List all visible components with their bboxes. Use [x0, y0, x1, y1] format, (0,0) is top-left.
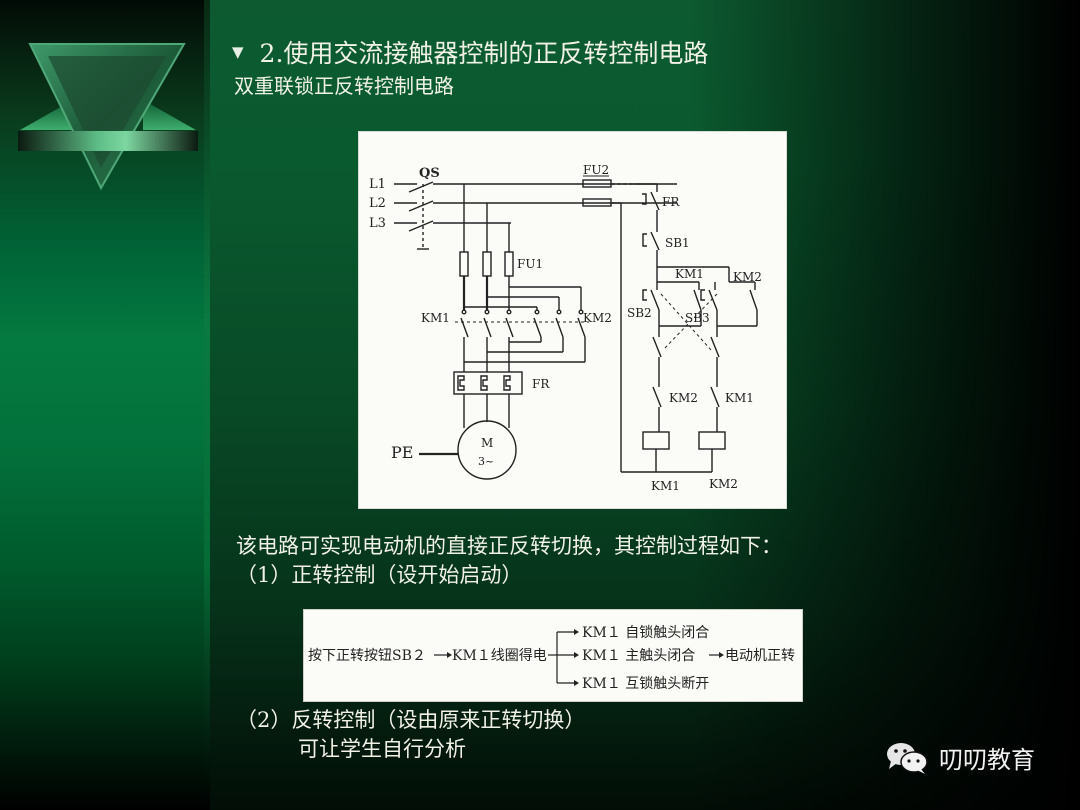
description-text: 该电路可实现电动机的直接正反转切换，其控制过程如下：: [236, 534, 782, 558]
label-motor-phase: 3~: [478, 455, 494, 468]
title-text: 2.使用交流接触器控制的正反转控制电路: [259, 39, 709, 68]
label-pe: PE: [391, 443, 413, 462]
control-flow-box: 按下正转按钮SB２ KM１线圈得电 KM１ 自锁触头闭合 KM１ 主触头闭合 电…: [303, 609, 803, 702]
label-km1-interlock: KM1: [725, 391, 754, 405]
label-fr-main: FR: [532, 377, 550, 391]
step1-heading: （1）正转控制（设开始启动）: [236, 563, 523, 587]
label-motor: M: [481, 436, 493, 450]
label-fu1: FU1: [517, 257, 543, 271]
triangle-logo-icon: [18, 43, 198, 190]
step2-note: 可让学生自行分析: [298, 737, 466, 761]
step2-heading: （2）反转控制（设由原来正转切换）: [236, 708, 586, 732]
label-sb2: SB2: [627, 306, 652, 320]
label-qs: QS: [419, 166, 440, 181]
panel-divider: [204, 0, 210, 810]
label-km2-hold: KM2: [733, 270, 762, 284]
label-km2-interlock: KM2: [669, 391, 698, 405]
flow-branch-hold: KM１ 自锁触头闭合: [582, 625, 709, 641]
label-sb3: SB3: [685, 311, 710, 325]
flow-branch-main: KM１ 主触头闭合: [582, 648, 695, 664]
wechat-icon: [887, 742, 928, 774]
label-l2: L2: [369, 196, 386, 211]
label-fu2: FU2: [583, 163, 609, 177]
label-km2-coil: KM2: [709, 477, 738, 491]
slide-title: ▼ 2.使用交流接触器控制的正反转控制电路: [232, 34, 708, 70]
label-km1-main: KM1: [421, 311, 450, 325]
label-fr-ctrl: FR: [662, 195, 680, 209]
flow-start: 按下正转按钮SB２: [308, 648, 426, 664]
circuit-diagram: L1 L2 L3 QS FU1 KM1 K: [358, 131, 787, 509]
label-sb1: SB1: [665, 236, 690, 250]
label-km1-hold: KM1: [675, 267, 704, 281]
watermark: 叨叨教育: [885, 740, 1035, 775]
flow-coil: KM１线圈得电: [452, 647, 547, 664]
label-l1: L1: [369, 177, 386, 192]
label-l3: L3: [369, 216, 386, 231]
checkmark-arrow-icon: ▼: [232, 43, 244, 61]
flow-branch-interlock: KM１ 互锁触头断开: [582, 676, 709, 692]
watermark-text: 叨叨教育: [939, 746, 1035, 774]
label-km1-coil: KM1: [651, 479, 680, 493]
flow-result: 电动机正转: [725, 648, 795, 664]
label-km2-main: KM2: [583, 311, 612, 325]
slide-subtitle: 双重联锁正反转控制电路: [234, 74, 454, 98]
